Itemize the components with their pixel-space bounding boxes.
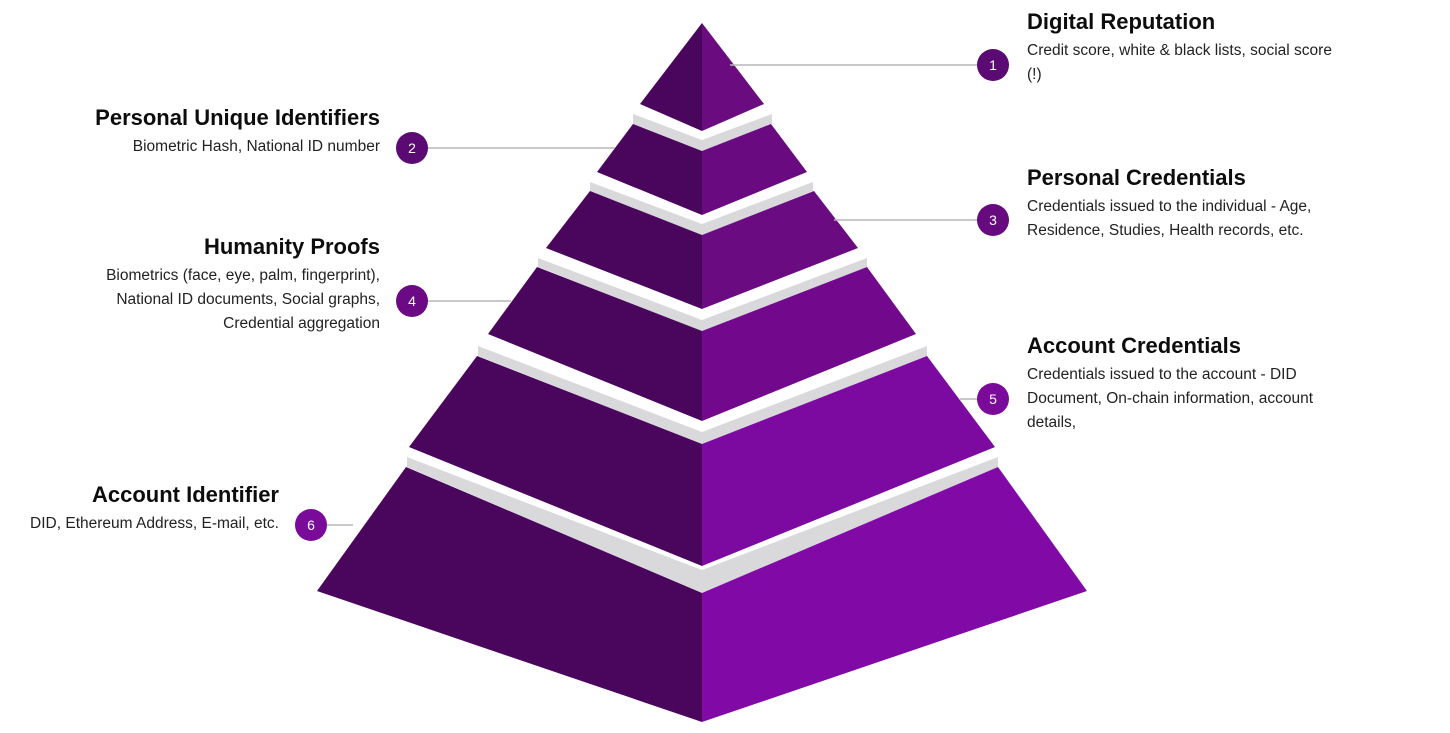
layer-5-right-face [702, 356, 995, 566]
layer-label-digital-reputation: Digital Reputation Credit score, white &… [1027, 8, 1347, 87]
layer-2-right-face [702, 124, 807, 215]
layer-number-badge-6: 6 [295, 509, 327, 541]
layer-title: Personal Unique Identifiers [95, 105, 380, 130]
pyramid-band-gaps [407, 114, 998, 593]
layer-number-badge-1: 1 [977, 49, 1009, 81]
layer-label-personal-credentials: Personal Credentials Credentials issued … [1027, 164, 1357, 243]
layer-title: Account Credentials [1027, 333, 1241, 358]
layer-description: DID, Ethereum Address, E-mail, etc. [30, 515, 279, 532]
layer-3-left-face [546, 191, 702, 309]
layer-number-badge-3: 3 [977, 204, 1009, 236]
layer-label-humanity-proofs: Humanity Proofs Biometrics (face, eye, p… [60, 233, 380, 336]
layer-label-personal-unique-identifiers: Personal Unique Identifiers Biometric Ha… [20, 104, 380, 159]
layer-number-badge-2: 2 [396, 132, 428, 164]
layer-description: Credentials issued to the individual - A… [1027, 198, 1312, 239]
layer-title: Digital Reputation [1027, 9, 1216, 34]
layer-number-badge-4: 4 [396, 285, 428, 317]
layer-2-left-face [597, 124, 702, 215]
layer-1-left-face [640, 23, 702, 131]
band-gap-2 [590, 182, 813, 235]
layer-description: Credit score, white & black lists, socia… [1027, 42, 1332, 83]
layer-5-left-face [409, 356, 702, 566]
layer-title: Account Identifier [91, 482, 279, 507]
layer-label-account-credentials: Account Credentials Credentials issued t… [1027, 332, 1357, 435]
layer-6-left-face [317, 467, 702, 722]
layer-title: Personal Credentials [1027, 165, 1246, 190]
layer-4-left-face [488, 267, 702, 421]
pyramid-faces [317, 23, 1087, 722]
layer-title: Humanity Proofs [203, 234, 380, 259]
layer-label-account-identifier: Account Identifier DID, Ethereum Address… [10, 481, 279, 536]
layer-3-right-face [702, 191, 858, 309]
layer-description: Biometrics (face, eye, palm, fingerprint… [106, 267, 380, 332]
layer-1-right-face [702, 23, 764, 131]
connector-lines [311, 64, 993, 526]
layer-description: Biometric Hash, National ID number [132, 138, 380, 155]
layer-4-right-face [702, 267, 916, 421]
layer-description: Credentials issued to the account - DID … [1027, 366, 1314, 431]
layer-number-badge-5: 5 [977, 383, 1009, 415]
layer-6-right-face [702, 467, 1087, 722]
band-gap-1 [633, 114, 772, 151]
